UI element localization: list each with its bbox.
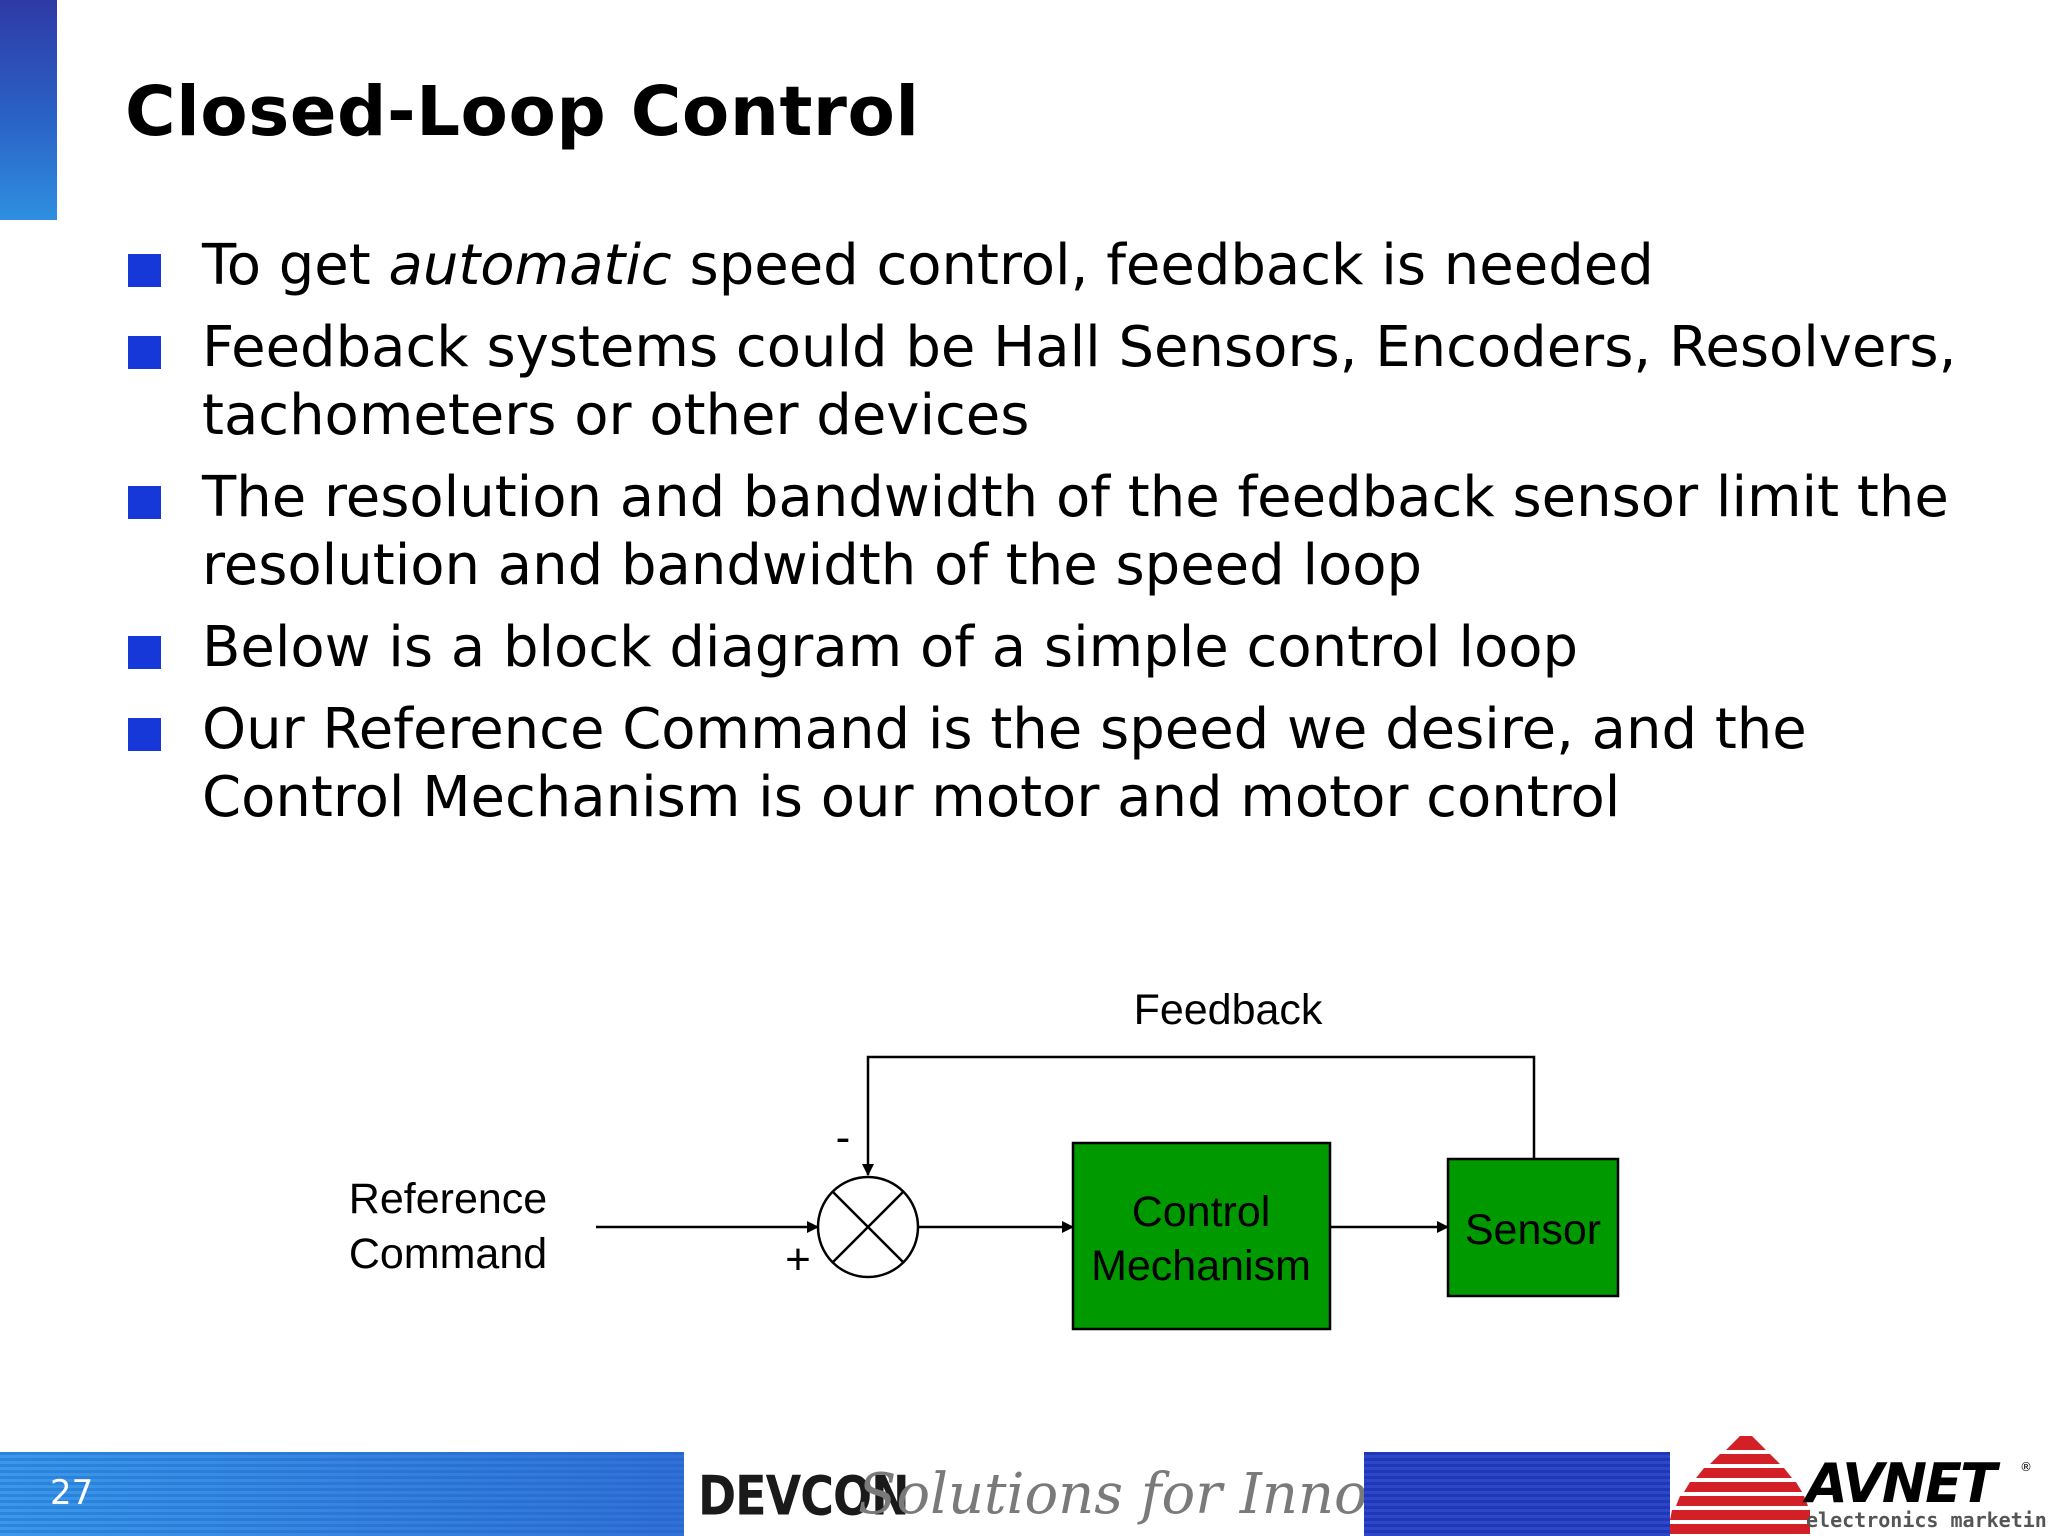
bullet-item: Below is a block diagram of a simple con… <box>128 614 2008 682</box>
feedback-label: Feedback <box>1134 986 1323 1034</box>
devcon-banner <box>684 1452 1364 1536</box>
control-label-line2: Mechanism <box>1091 1242 1311 1290</box>
slide-title: Closed-Loop Control <box>125 72 920 152</box>
bullet-text: Our Reference Command is the speed we de… <box>202 697 1807 830</box>
footer-blue-band-left <box>0 1452 684 1536</box>
bullet-text: Feedback systems could be Hall Sensors, … <box>202 315 1957 448</box>
bullet-square-icon <box>128 486 161 519</box>
bullet-item: To get automatic speed control, feedback… <box>128 232 2008 300</box>
sensor-label: Sensor <box>1465 1206 1601 1254</box>
control-label-line1: Control <box>1132 1188 1271 1236</box>
avnet-stripes-icon <box>1670 1436 1810 1534</box>
bullet-item: Feedback systems could be Hall Sensors, … <box>128 314 2008 450</box>
control-block-box <box>1071 1141 1332 1331</box>
avnet-registered-mark: ® <box>2020 1460 2032 1474</box>
bullet-square-icon <box>128 636 161 669</box>
bullet-text-end: speed control, feedback is needed <box>671 233 1654 298</box>
sensor-block-box <box>1446 1157 1620 1298</box>
reference-label-line1: Reference <box>349 1175 547 1223</box>
minus-sign: - <box>836 1113 851 1162</box>
feedback-path <box>862 1055 1536 1176</box>
bullet-square-icon <box>128 718 161 751</box>
bullet-list: To get automatic speed control, feedback… <box>128 232 2008 846</box>
bullet-item: The resolution and bandwidth of the feed… <box>128 464 2008 600</box>
control-mechanism-block: Control Mechanism <box>1071 1141 1332 1331</box>
bullet-emphasis: automatic <box>388 233 672 298</box>
bullet-text: The resolution and bandwidth of the feed… <box>202 465 1949 598</box>
avnet-logo: AVNET <box>1806 1452 1997 1515</box>
plus-sign: + <box>785 1235 811 1284</box>
bullet-square-icon <box>128 254 161 287</box>
bullet-text-start: To get <box>202 233 389 298</box>
devcon-logo: DEVCON <box>698 1464 910 1528</box>
bullet-square-icon <box>128 336 161 369</box>
reference-label-line2: Command <box>349 1230 547 1278</box>
bullet-item: Our Reference Command is the speed we de… <box>128 696 2008 832</box>
avnet-subtitle: electronics marketing <box>1806 1508 2048 1532</box>
corner-accent-bar <box>0 0 57 220</box>
sensor-block: Sensor <box>1446 1157 1620 1298</box>
bullet-text: Below is a block diagram of a simple con… <box>202 615 1579 680</box>
footer-blue-band-right <box>1364 1452 1670 1536</box>
page-number: 27 <box>50 1473 94 1513</box>
summing-junction-icon <box>816 1175 920 1279</box>
